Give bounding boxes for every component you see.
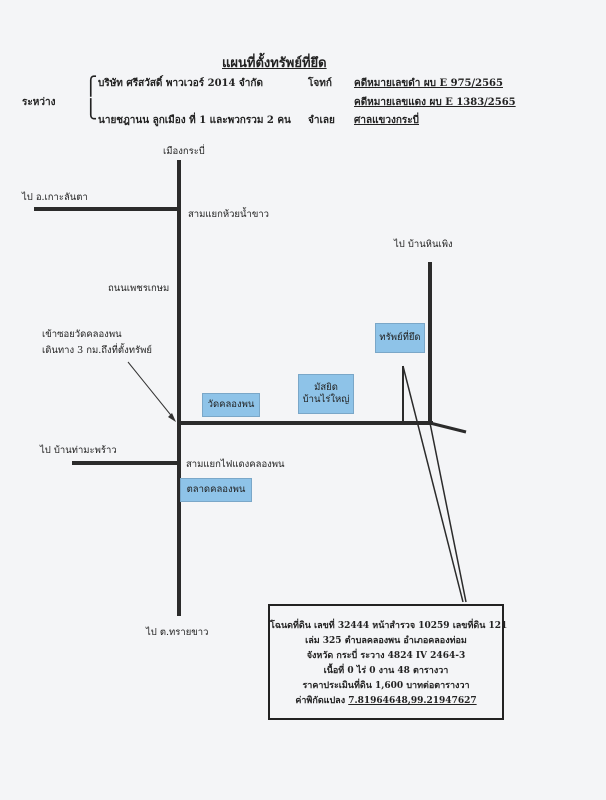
deed-line-2: เล่ม 325 ตำบลคลองพน อำเภอคลองท่อม <box>305 636 467 646</box>
case-red-number: คดีหมายเลขแดง ผบ E 1383/2565 <box>354 97 516 108</box>
road-to-ban-hin-phoeng <box>428 262 432 425</box>
deed-coords-label: ค่าพิกัดแปลง <box>295 696 346 706</box>
defendant-name: นายชฎานน ลูกเมือง ที่ 1 และพวกรวม 2 คน <box>98 115 291 126</box>
deed-info-box: โฉนดที่ดิน เลขที่ 32444 หน้าสำรวจ 10259 … <box>268 604 508 720</box>
plaintiff-name: บริษัท ศรีสวัสดิ์ พาวเวอร์ 2014 จำกัด <box>98 78 263 89</box>
case-black-number: คดีหมายเลขดำ ผบ E 975/2565 <box>354 78 503 89</box>
defendant-role: จำเลย <box>308 115 335 126</box>
label-soi-entrance-2: เดินทาง 3 กม.ถึงที่ตั้งทรัพย์ <box>42 345 152 356</box>
label-road-phetkasem: ถนนเพชรเกษม <box>108 283 170 294</box>
deed-line-5: ราคาประเมินที่ดิน 1,600 บาทต่อตารางวา <box>302 681 470 691</box>
brace-bottom: ⎩ <box>84 99 98 120</box>
deed-line-1: โฉนดที่ดิน เลขที่ 32444 หน้าสำรวจ 10259 … <box>270 621 508 631</box>
label-junction-huai-nam-khao: สามแยกห้วยน้ำขาว <box>188 209 269 220</box>
deed-line-3: จังหวัด กระบี่ ระวาง 4824 IV 2464-3 <box>306 651 466 661</box>
road-east-extension <box>429 421 467 434</box>
soi-entrance-arrowhead <box>168 413 176 422</box>
mosque-label-line1: มัสยิด <box>314 382 338 394</box>
label-to-sai-khao: ไป ต.ทรายขาว <box>146 627 209 638</box>
road-khlong-phon-east <box>179 421 433 425</box>
pointer-to-deed-2 <box>429 422 467 603</box>
road-to-ban-tha-maphrao <box>72 461 179 465</box>
between-label: ระหว่าง <box>22 97 56 108</box>
landmark-market: ตลาดคลองพน <box>180 478 252 502</box>
pointer-to-deed-1 <box>402 365 464 603</box>
landmark-temple: วัดคลองพน <box>202 393 260 417</box>
landmark-property: ทรัพย์ที่ยึด <box>375 323 425 353</box>
mosque-label-line2: บ้านไร่ใหญ่ <box>302 394 350 405</box>
label-to-ban-hin-phoeng: ไป บ้านหินเพิง <box>394 239 453 250</box>
court-name: ศาลแขวงกระบี่ <box>354 115 420 126</box>
deed-line-4: เนื้อที่ 0 ไร่ 0 งาน 48 ตารางวา <box>323 666 449 676</box>
map-title: แผนที่ตั้งทรัพย์ที่ยึด <box>222 56 327 71</box>
landmark-mosque: มัสยิด บ้านไร่ใหญ่ <box>298 374 354 414</box>
label-to-ko-lanta: ไป อ.เกาะลันตา <box>22 192 88 203</box>
label-junction-traffic-light: สามแยกไฟแดงคลองพน <box>186 459 285 470</box>
soi-entrance-arrow <box>127 361 175 420</box>
label-north-town: เมืองกระบี่ <box>163 146 205 157</box>
deed-coords-row: ค่าพิกัดแปลง 7.81964648,99.21947627 <box>270 693 502 707</box>
deed-coords-value: 7.81964648,99.21947627 <box>348 696 477 706</box>
road-to-ko-lanta <box>34 207 179 211</box>
plaintiff-role: โจทก์ <box>308 78 332 89</box>
label-to-ban-tha-maphrao: ไป บ้านท่ามะพร้าว <box>40 445 117 456</box>
label-soi-entrance-1: เข้าซอยวัดคลองพน <box>42 329 122 340</box>
brace-top: ⎧ <box>84 76 98 97</box>
road-phetkasem-vertical <box>177 160 181 616</box>
